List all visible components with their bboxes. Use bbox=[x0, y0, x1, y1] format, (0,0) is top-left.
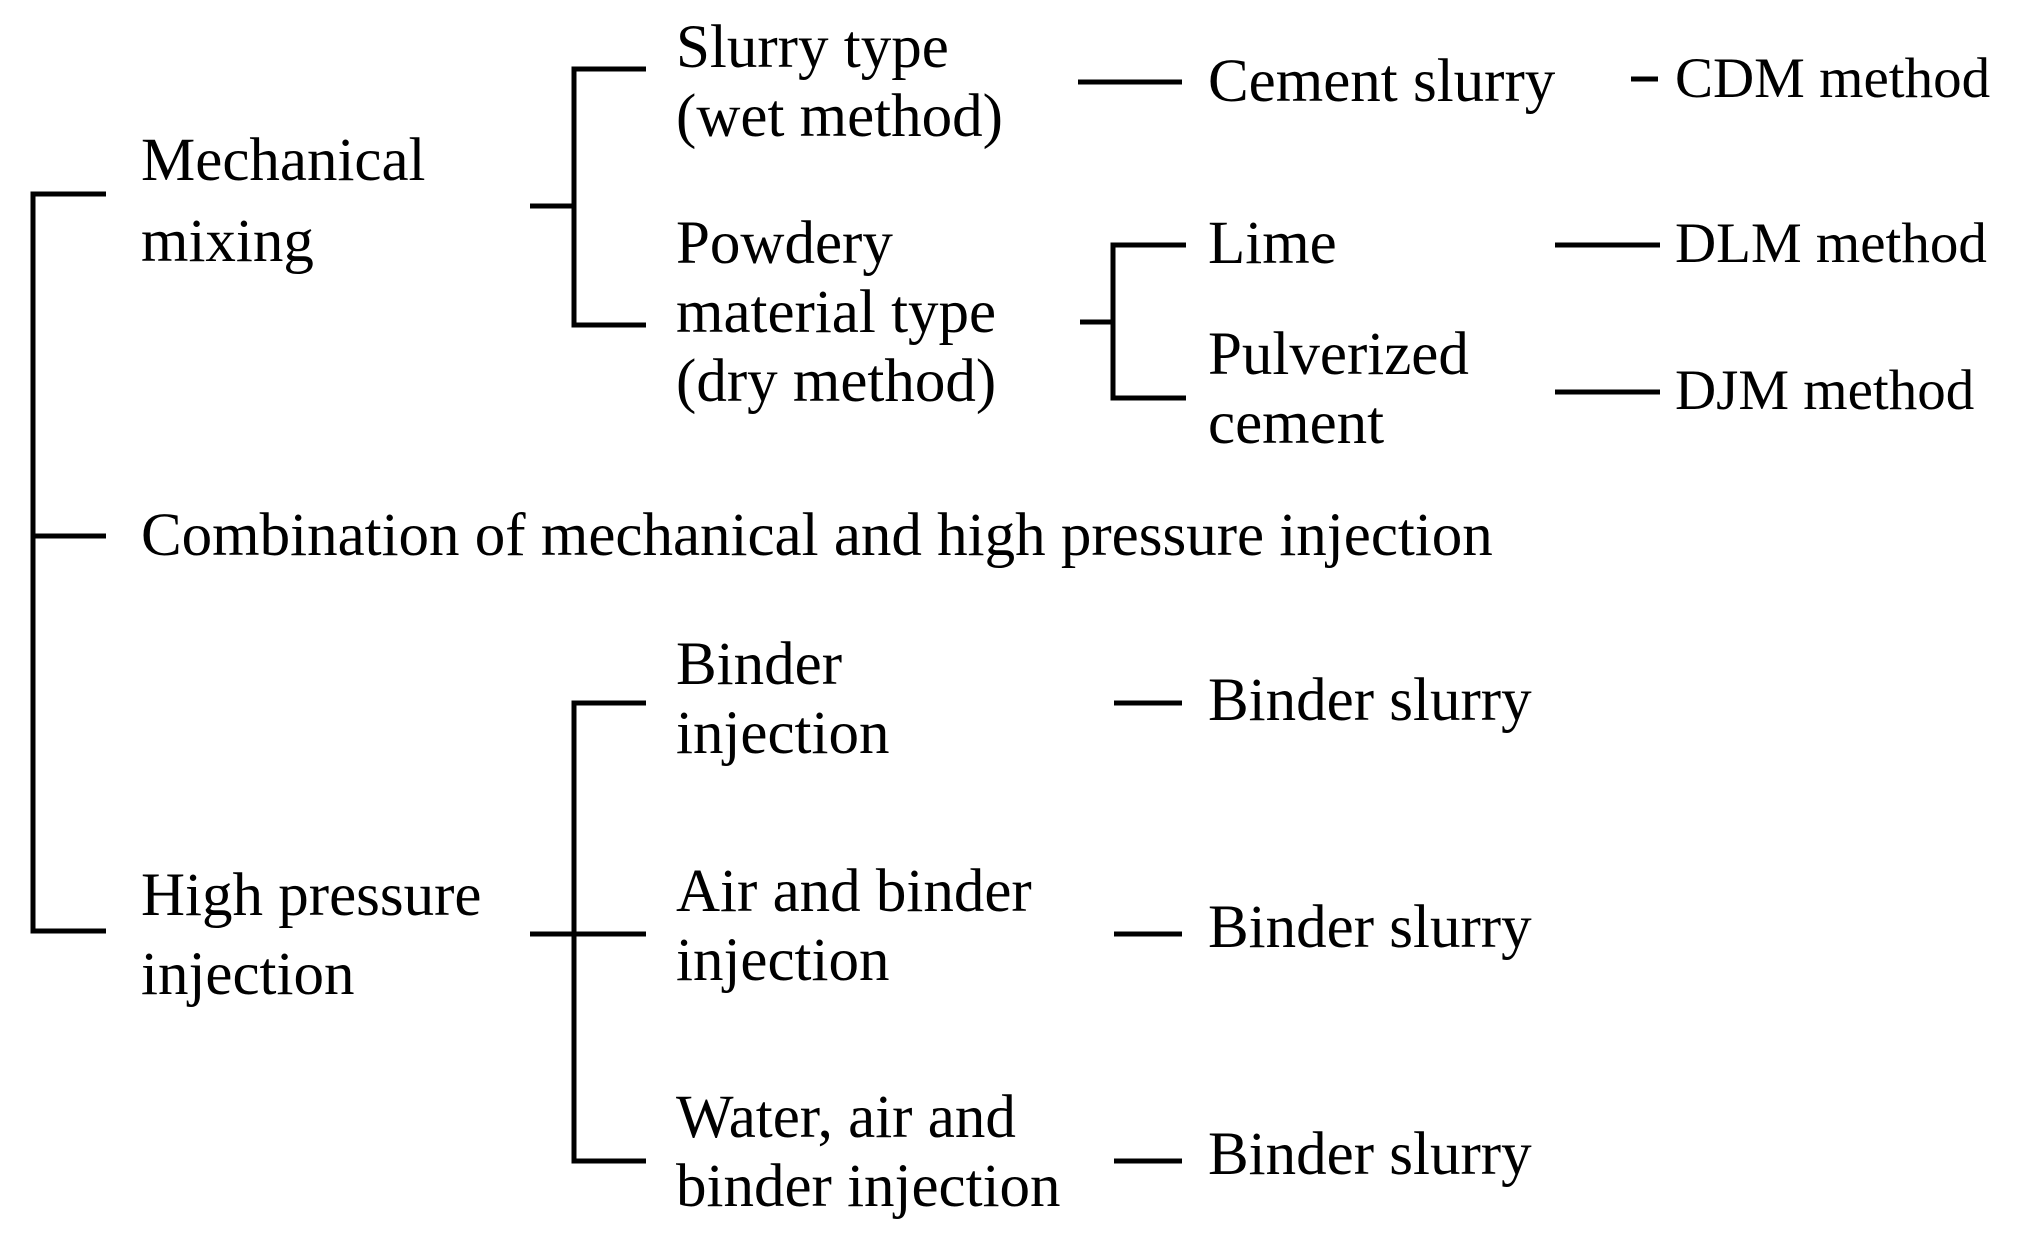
combination-label: Combination of mechanical and high press… bbox=[141, 502, 1493, 569]
water-air-binder-line-2: binder injection bbox=[676, 1153, 1061, 1220]
high-pressure-injection-node: High pressure injection bbox=[141, 856, 482, 1014]
pulverized-cement-node: Pulverized cement bbox=[1208, 320, 1469, 458]
water-air-binder-injection-node: Water, air and binder injection bbox=[676, 1083, 1061, 1221]
pulverized-cement-line-1: Pulverized bbox=[1208, 321, 1469, 388]
binder-slurry-node-1: Binder slurry bbox=[1208, 666, 1532, 735]
lime-node: Lime bbox=[1208, 209, 1337, 278]
mechanical-mixing-node: Mechanical mixing bbox=[141, 120, 426, 282]
djm-method-label: DJM method bbox=[1675, 359, 1975, 422]
air-binder-line-2: injection bbox=[676, 927, 890, 994]
cdm-method-label: CDM method bbox=[1675, 47, 1991, 110]
binder-slurry-label-1: Binder slurry bbox=[1208, 667, 1532, 734]
binder-slurry-node-3: Binder slurry bbox=[1208, 1120, 1532, 1189]
binder-slurry-label-2: Binder slurry bbox=[1208, 894, 1532, 961]
air-binder-injection-node: Air and binder injection bbox=[676, 857, 1032, 995]
binder-slurry-label-3: Binder slurry bbox=[1208, 1121, 1532, 1188]
binder-slurry-node-2: Binder slurry bbox=[1208, 893, 1532, 962]
binder-injection-node: Binder injection bbox=[676, 630, 889, 768]
slurry-type-node: Slurry type (wet method) bbox=[676, 13, 1003, 151]
lime-label: Lime bbox=[1208, 210, 1337, 277]
cement-slurry-label: Cement slurry bbox=[1208, 48, 1556, 115]
powdery-line-1: Powdery bbox=[676, 210, 893, 277]
mechanical-bracket-line bbox=[571, 66, 646, 328]
slurry-type-line-2: (wet method) bbox=[676, 83, 1003, 150]
slurry-type-line-1: Slurry type bbox=[676, 14, 949, 81]
binder-injection-line-1: Binder bbox=[676, 631, 843, 698]
powdery-material-node: Powdery material type (dry method) bbox=[676, 209, 996, 416]
djm-method-node: DJM method bbox=[1675, 356, 1974, 425]
powdery-line-2: material type bbox=[676, 279, 997, 346]
dlm-method-node: DLM method bbox=[1675, 209, 1987, 278]
high-pressure-line-1: High pressure bbox=[141, 862, 482, 929]
mechanical-mixing-line-2: mixing bbox=[141, 208, 314, 275]
high-pressure-line-2: injection bbox=[141, 941, 355, 1008]
powdery-bracket-line bbox=[1110, 242, 1186, 401]
combination-node: Combination of mechanical and high press… bbox=[141, 501, 1493, 570]
pulverized-cement-line-2: cement bbox=[1208, 390, 1385, 457]
binder-injection-line-2: injection bbox=[676, 700, 890, 767]
root-bracket-line bbox=[30, 191, 106, 934]
mechanical-mixing-line-1: Mechanical bbox=[141, 127, 426, 194]
cement-slurry-node: Cement slurry bbox=[1208, 47, 1555, 116]
dlm-method-label: DLM method bbox=[1675, 212, 1987, 275]
powdery-line-3: (dry method) bbox=[676, 348, 997, 415]
water-air-binder-line-1: Water, air and bbox=[676, 1084, 1016, 1151]
air-binder-line-1: Air and binder bbox=[676, 858, 1032, 925]
cdm-method-node: CDM method bbox=[1675, 44, 1990, 113]
